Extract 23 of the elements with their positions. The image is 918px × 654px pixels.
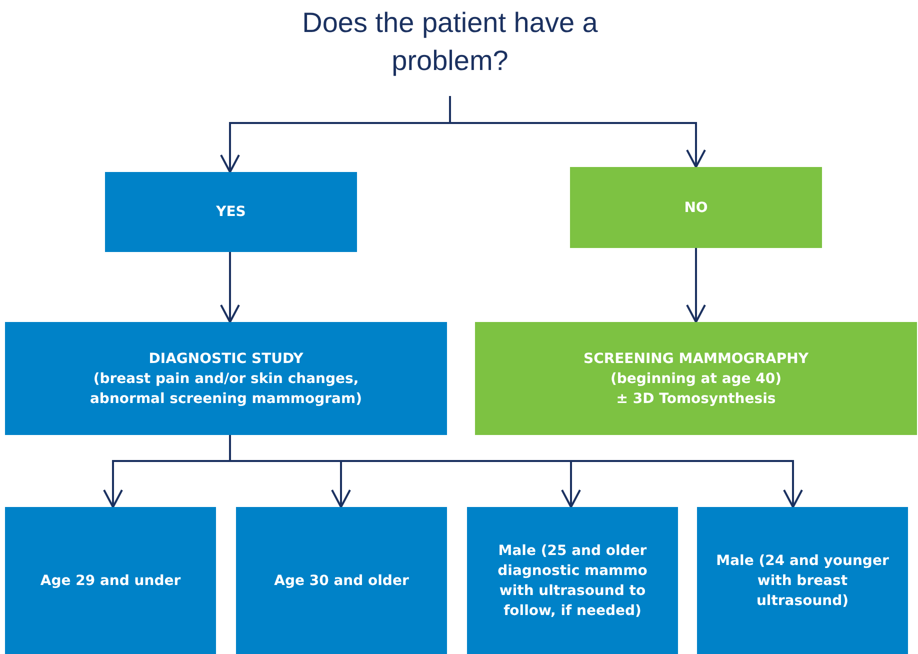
process-box — [5, 322, 447, 435]
process-box — [105, 172, 357, 252]
arrow — [686, 248, 706, 323]
process-box — [467, 507, 678, 654]
process-box — [5, 507, 216, 654]
box-text: YES — [216, 203, 246, 222]
process-box — [697, 507, 908, 654]
question-text: Does the patient have a problem? — [301, 6, 599, 78]
box-text: Age 29 and under — [40, 572, 181, 590]
arrow — [220, 252, 240, 323]
box-text: NO — [684, 198, 708, 218]
process-box — [570, 167, 822, 248]
process-box — [236, 507, 447, 654]
arrow — [449, 96, 706, 168]
box-heading: DIAGNOSTIC STUDY — [148, 350, 304, 368]
box-heading: SCREENING MAMMOGRAPHY — [583, 350, 809, 368]
box-text: (beginning at age 40) — [610, 370, 782, 388]
process-box — [475, 322, 917, 435]
box-text: Age 30 and older — [274, 572, 409, 590]
box-text: Male (24 and younger with breast ultrasound) — [715, 552, 890, 610]
box-text: (breast pain and/or skin changes, abnormal screening mammogram) — [88, 370, 363, 408]
box-text: Male (25 and older diagnostic mammo with ultrasound to follow, if needed) — [496, 542, 648, 620]
box-text: ± 3D Tomosynthesis — [616, 390, 776, 408]
